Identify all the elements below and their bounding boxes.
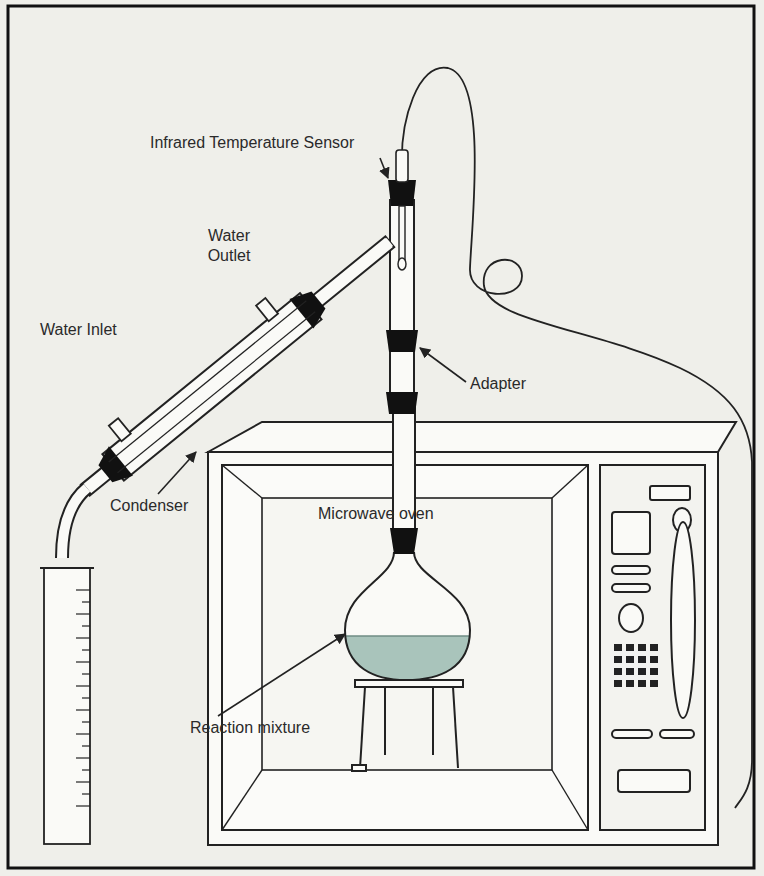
part-label: Microwave oven (318, 504, 434, 524)
part-label: Condenser (110, 496, 188, 516)
condenser (63, 215, 402, 505)
round-flask (330, 400, 490, 696)
part-label: Infrared Temperature Sensor (150, 133, 354, 153)
drip-tube (62, 488, 87, 558)
part-label: Water Outlet (196, 226, 262, 266)
frame (8, 6, 754, 868)
microwave-oven (208, 422, 736, 845)
leader-arrows (158, 158, 466, 716)
tripod-stand (352, 680, 463, 771)
part-label: Water Inlet (40, 320, 117, 340)
part-label: Reaction mixture (190, 718, 310, 738)
adapter (386, 150, 418, 414)
drip-tube-inner (62, 488, 87, 558)
keypad (614, 644, 658, 687)
part-label: Adapter (470, 374, 526, 394)
graduated-cylinder (40, 568, 94, 844)
